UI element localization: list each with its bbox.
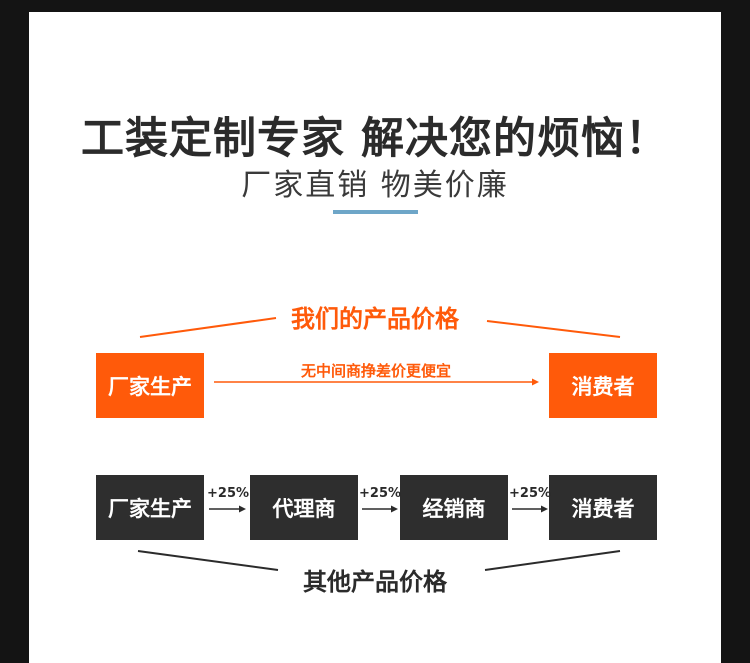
chain-arrow-head-3 <box>541 505 548 513</box>
title-divider <box>333 210 418 214</box>
other-price-right-line <box>484 550 621 571</box>
our-factory-box: 厂家生产 <box>96 353 204 418</box>
our-price-left-line <box>139 317 277 338</box>
page-title: 工装定制专家 解决您的烦恼！ <box>81 114 669 164</box>
chain-arrow-head-2 <box>391 505 398 513</box>
direct-arrow-head <box>532 378 539 386</box>
chain-step-consumer: 消费者 <box>549 475 657 540</box>
our-consumer-box: 消费者 <box>549 353 657 418</box>
chain-step-label: 代理商 <box>272 496 336 521</box>
markup-label-2: +25% <box>359 486 402 501</box>
chain-step-label: 经销商 <box>422 496 486 521</box>
markup-label-1: +25% <box>207 486 250 501</box>
chain-step-factory: 厂家生产 <box>96 475 204 540</box>
markup-label-3: +25% <box>509 486 552 501</box>
our-price-right-line <box>486 320 621 338</box>
chain-step-label: 厂家生产 <box>108 496 192 521</box>
no-middleman-note: 无中间商挣差价更便宜 <box>300 362 451 380</box>
chain-arrow-head-1 <box>239 505 246 513</box>
our-factory-label: 厂家生产 <box>108 374 192 399</box>
our-price-heading: 我们的产品价格 <box>291 305 459 333</box>
chain-step-distributor: 经销商 <box>400 475 508 540</box>
our-consumer-label: 消费者 <box>571 374 635 399</box>
other-price-left-line <box>137 550 279 571</box>
other-price-heading: 其他产品价格 <box>303 568 447 596</box>
page-subtitle: 厂家直销 物美价廉 <box>241 168 509 203</box>
chain-step-label: 消费者 <box>571 496 635 521</box>
content-panel <box>29 12 721 663</box>
chain-step-agent: 代理商 <box>250 475 358 540</box>
